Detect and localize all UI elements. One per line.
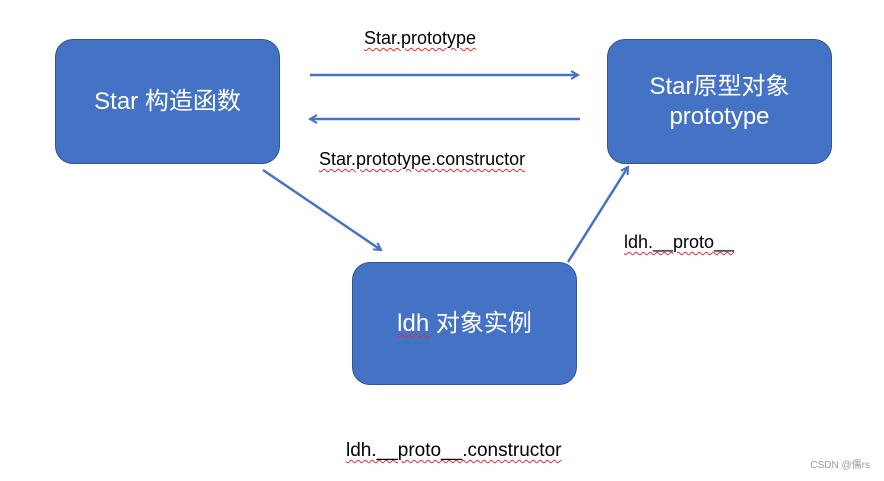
arrow-instance-to-prototype: [566, 167, 628, 263]
prototype-box-subtitle: prototype: [669, 102, 770, 130]
arrow-constructor-to-instance: [262, 168, 381, 250]
constructor-box-label: Star 构造函数: [94, 87, 241, 115]
label-ldh-proto-constructor: ldh.__proto__.constructor: [346, 440, 562, 461]
instance-name: ldh: [397, 309, 430, 337]
instance-box-label: ldh 对象实例: [397, 309, 532, 339]
label-star-prototype-constructor: Star.prototype.constructor: [319, 149, 526, 169]
label-star-prototype: Star.prototype: [364, 28, 477, 48]
instance-box: ldh 对象实例: [352, 262, 577, 385]
constructor-box: Star 构造函数: [55, 39, 280, 164]
prototype-object-box: Star原型对象 prototype: [607, 39, 832, 164]
label-ldh-proto: ldh.__proto__: [624, 232, 735, 252]
instance-suffix: 对象实例: [429, 309, 532, 337]
prototype-box-title: Star原型对象: [649, 72, 790, 100]
watermark: CSDN @儒rs: [810, 460, 870, 471]
